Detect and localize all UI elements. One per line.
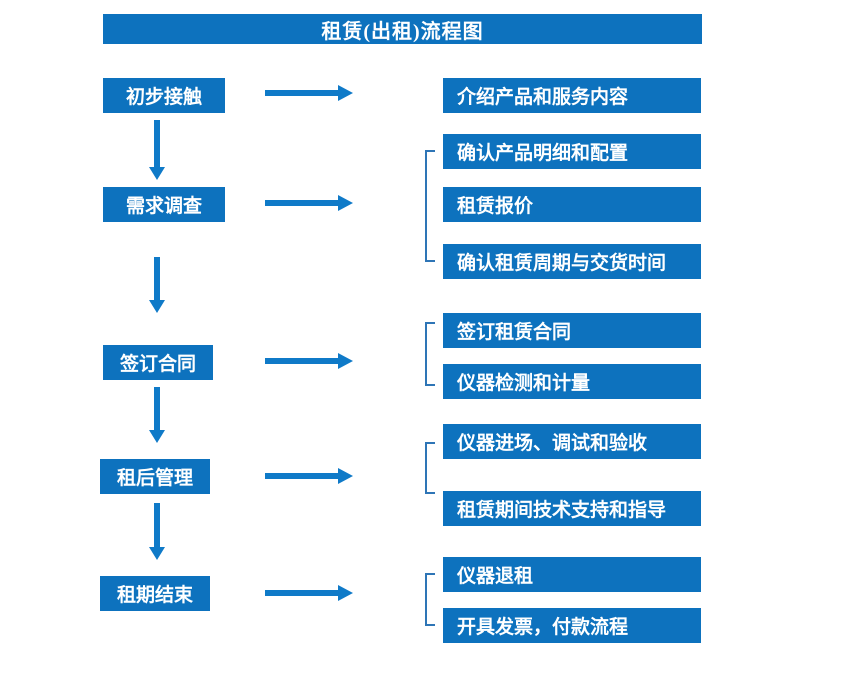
step-box-demand-survey: 需求调查 <box>103 187 225 222</box>
output-box-sign-rental-contract: 签订租赁合同 <box>443 313 701 348</box>
output-box-invoice-payment: 开具发票，付款流程 <box>443 608 701 643</box>
output-box-introduce-products: 介绍产品和服务内容 <box>443 78 701 113</box>
arrow-right-icon <box>265 353 353 369</box>
bracket-connector <box>425 442 435 494</box>
diagram-title: 租赁(出租)流程图 <box>103 14 702 44</box>
output-box-technical-support: 租赁期间技术支持和指导 <box>443 491 701 526</box>
arrow-right-icon <box>265 195 353 211</box>
bracket-connector <box>425 322 435 386</box>
arrow-right-icon <box>265 468 353 484</box>
step-box-rental-end: 租期结束 <box>100 576 210 611</box>
step-box-sign-contract: 签订合同 <box>103 345 213 380</box>
output-box-instrument-return: 仪器退租 <box>443 557 701 592</box>
bracket-connector <box>425 573 435 626</box>
arrow-down-icon <box>149 503 165 560</box>
output-box-confirm-rental-period: 确认租赁周期与交货时间 <box>443 244 701 279</box>
output-box-confirm-product-details: 确认产品明细和配置 <box>443 134 701 169</box>
arrow-right-icon <box>265 585 353 601</box>
output-box-rental-quote: 租赁报价 <box>443 187 701 222</box>
bracket-connector <box>425 150 435 262</box>
arrow-down-icon <box>149 387 165 443</box>
output-box-instrument-inspection: 仪器检测和计量 <box>443 364 701 399</box>
arrow-down-icon <box>149 257 165 313</box>
step-box-post-rental-management: 租后管理 <box>100 459 210 494</box>
output-box-instrument-setup: 仪器进场、调试和验收 <box>443 424 701 459</box>
arrow-right-icon <box>265 85 353 101</box>
step-box-initial-contact: 初步接触 <box>103 78 225 113</box>
arrow-down-icon <box>149 120 165 180</box>
